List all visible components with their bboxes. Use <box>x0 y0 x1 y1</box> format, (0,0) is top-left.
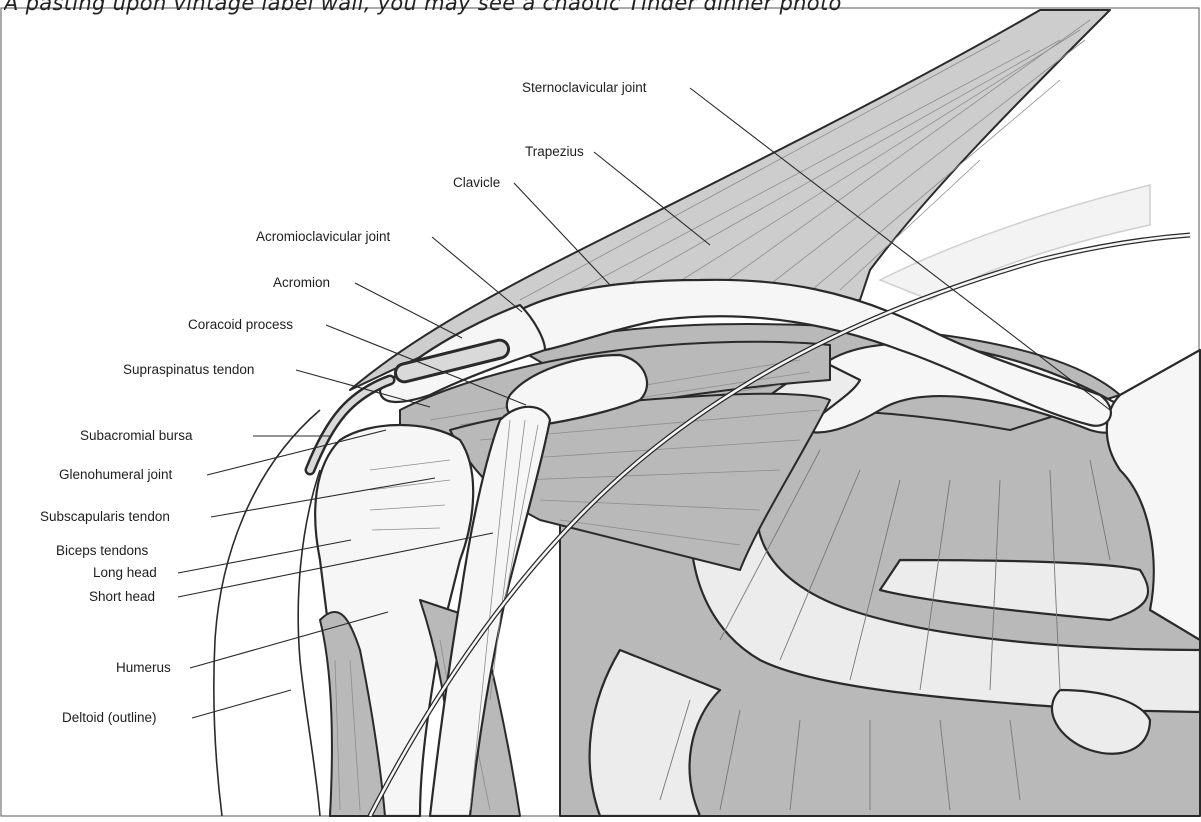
caption-text: A pasting upon vintage label wall, you m… <box>4 0 842 17</box>
label-sternoclavicular-joint: Sternoclavicular joint <box>522 80 647 95</box>
label-deltoid-outline: Deltoid (outline) <box>62 710 157 725</box>
label-supraspinatus-tendon: Supraspinatus tendon <box>123 362 254 377</box>
label-clavicle: Clavicle <box>453 175 500 190</box>
label-acromion: Acromion <box>273 275 330 290</box>
label-acromioclavicular-joint: Acromioclavicular joint <box>256 229 391 244</box>
label-subacromial-bursa: Subacromial bursa <box>80 428 193 443</box>
label-glenohumeral-joint: Glenohumeral joint <box>59 467 173 482</box>
label-short-head: Short head <box>89 589 155 604</box>
label-subscapularis-tendon: Subscapularis tendon <box>40 509 170 524</box>
label-coracoid-process: Coracoid process <box>188 317 293 332</box>
top-caption: A pasting upon vintage label wall, you m… <box>4 0 1199 17</box>
label-biceps-tendons: Biceps tendons <box>56 543 149 558</box>
label-humerus: Humerus <box>116 660 171 675</box>
label-long-head: Long head <box>93 565 157 580</box>
label-trapezius: Trapezius <box>525 144 584 159</box>
